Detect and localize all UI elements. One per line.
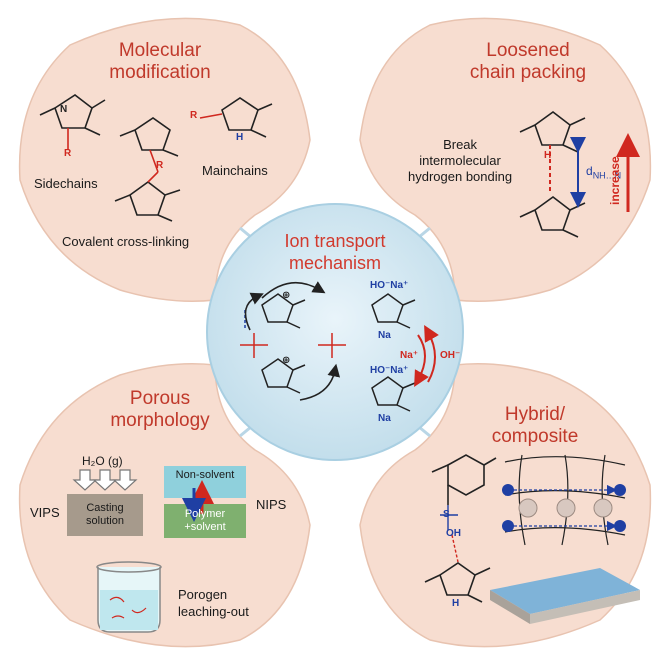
- title-loosened-line2: chain packing: [469, 62, 587, 83]
- title-ion-line2: mechanism: [288, 253, 382, 273]
- nips-label: NIPS: [256, 497, 287, 512]
- r-label-sidechain: R: [64, 148, 72, 159]
- porogen-line1: Porogen: [178, 587, 228, 602]
- na-plus: Na⁺: [400, 350, 419, 361]
- center-sulfonate-2: [318, 333, 346, 358]
- beaker: [96, 561, 162, 633]
- imidazole-crosslink-top: [119, 117, 179, 173]
- petal-top-left: [18, 17, 311, 302]
- break-line1: Break: [443, 137, 478, 152]
- petal-top-right: [359, 17, 652, 302]
- non-solvent-label: Non-solvent: [175, 468, 235, 481]
- title-ion-transport: Ion transport mechanism: [255, 230, 415, 274]
- casting-line2: solution: [86, 515, 124, 527]
- imidazole-mainchain: [199, 97, 273, 138]
- proton-paths: [514, 484, 618, 532]
- title-hybrid-line1: Hybrid/: [504, 404, 566, 425]
- title-molecular-line2: modification: [109, 62, 211, 83]
- oh-label: OH: [446, 528, 461, 539]
- title-hybrid-composite: Hybrid/ composite: [470, 404, 600, 448]
- vips-arrows: [72, 469, 138, 491]
- casting-solution-label: Casting solution: [67, 494, 143, 536]
- title-molecular-modification: Molecular modification: [85, 40, 235, 84]
- crosslink-label: Covalent cross-linking: [62, 234, 190, 249]
- center-sulfonate-1: [240, 310, 268, 358]
- na-exchange-arrow-2: [424, 325, 439, 383]
- proton-hop-arrow-bottom: [299, 363, 341, 401]
- benzene-ring: [431, 454, 497, 505]
- center-imidazole-1: [261, 293, 306, 329]
- imidazole-sidechain: [39, 94, 106, 150]
- title-hybrid-line2: composite: [491, 426, 579, 447]
- proton-icons: [502, 484, 626, 532]
- r-label-mainchain: R: [190, 110, 198, 121]
- na-top: Na: [378, 330, 391, 341]
- distance-d: d: [586, 164, 593, 178]
- na-bottom: Na: [378, 413, 391, 424]
- casting-line1: Casting: [86, 502, 124, 514]
- n-label-sidechain: N: [60, 104, 68, 115]
- center-imidazole-2: [261, 358, 306, 394]
- nh-label-upper: H: [544, 150, 552, 161]
- oh-minus: OH⁻: [440, 350, 461, 361]
- title-molecular-line1: Molecular: [118, 40, 202, 61]
- polymer-line2: +solvent: [184, 521, 226, 533]
- nh-label-mainchain: H: [236, 132, 244, 143]
- h2o-label: H₂O (g): [82, 454, 123, 468]
- nh-label-hybrid: H: [452, 598, 460, 609]
- nanoparticles: [518, 498, 613, 518]
- mainchains-label: Mainchains: [202, 163, 268, 178]
- s-label: S: [443, 509, 450, 520]
- proton-hop-arrow-left: [244, 292, 264, 331]
- title-ion-line1: Ion transport: [284, 231, 386, 251]
- na-exchange-arrow-1: [414, 334, 429, 387]
- center-imidazole-3: [371, 293, 416, 329]
- proton-hop-arrow-top: [261, 281, 326, 299]
- break-line3: hydrogen bonding: [408, 169, 513, 184]
- title-porous-line2: morphology: [110, 410, 210, 431]
- break-line2: intermolecular: [419, 153, 501, 168]
- title-porous-line1: Porous: [129, 388, 191, 409]
- imidazole-crosslink-bottom: [114, 171, 181, 222]
- polymer-line1: Polymer: [184, 508, 226, 520]
- ho-na-top: HO⁻Na⁺: [370, 280, 409, 291]
- distance-sub: NH…N: [592, 170, 622, 181]
- increase-label: increase: [608, 156, 622, 205]
- imidazole-hybrid: [424, 562, 491, 603]
- polymer-solvent-label: Polymer +solvent: [164, 504, 246, 538]
- center-circle: [206, 203, 464, 461]
- distance-label: dNH…N: [586, 164, 621, 180]
- porogen-line2: leaching-out: [178, 604, 249, 619]
- r-label-crosslink: R: [156, 160, 164, 171]
- vips-label: VIPS: [30, 505, 60, 520]
- sulfonic-group: [440, 505, 459, 563]
- h-plus-2: ⊕: [282, 355, 291, 366]
- title-loosened-chain-packing: Loosened chain packing: [448, 40, 608, 84]
- break-hbond-label: Break intermolecular hydrogen bonding: [408, 137, 512, 185]
- ho-na-bottom: HO⁻Na⁺: [370, 365, 409, 376]
- center-imidazole-4: [371, 376, 416, 412]
- sidechains-label: Sidechains: [34, 176, 98, 191]
- casting-solution-box: [67, 494, 143, 536]
- polymer-network: [504, 454, 626, 546]
- title-porous-morphology: Porous morphology: [85, 388, 235, 432]
- title-loosened-line1: Loosened: [486, 40, 570, 61]
- porogen-label: Porogen leaching-out: [178, 586, 249, 620]
- h-plus-1: ⊕: [282, 290, 291, 301]
- composite-membrane: [490, 568, 640, 624]
